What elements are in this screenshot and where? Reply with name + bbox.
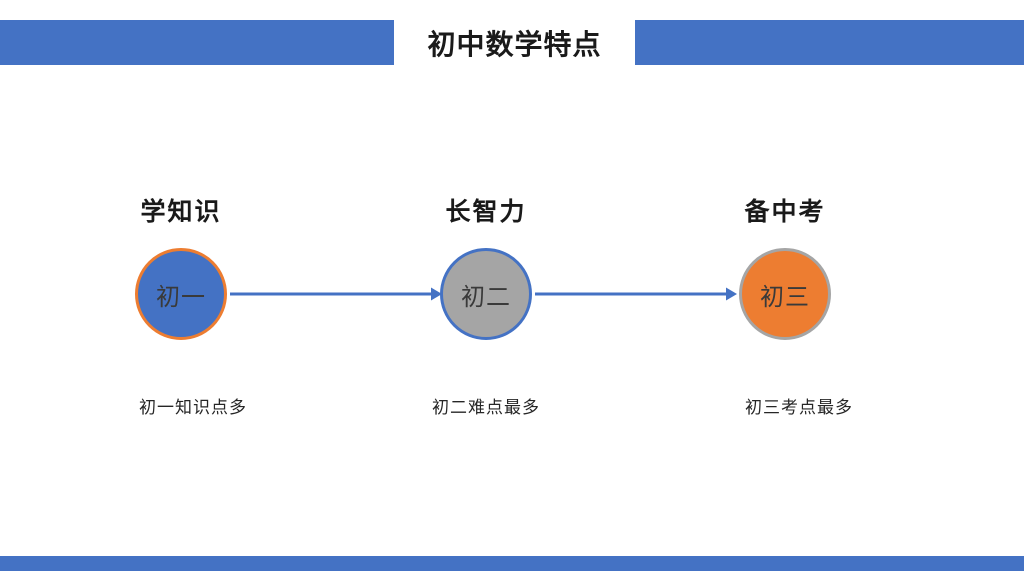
- stage-caption-3: 初三考点最多: [745, 398, 853, 417]
- arrow-connector-1: [230, 284, 442, 304]
- stage-heading-1: 学知识: [140, 198, 222, 226]
- stage-circle-2: 初二: [440, 248, 532, 340]
- arrow-connector-2: [535, 284, 737, 304]
- footer-bar-decoration: [0, 556, 1024, 571]
- stage-caption-2: 初二难点最多: [432, 398, 540, 417]
- title-bar-right-decoration: [635, 20, 1024, 65]
- stage-heading-2: 长智力: [445, 198, 527, 226]
- stage-circle-3: 初三: [739, 248, 831, 340]
- stage-circle-1: 初一: [135, 248, 227, 340]
- page-title: 初中数学特点: [427, 28, 602, 60]
- title-bar-left-decoration: [0, 20, 394, 65]
- stage-caption-1: 初一知识点多: [139, 398, 247, 417]
- stage-heading-3: 备中考: [744, 198, 826, 226]
